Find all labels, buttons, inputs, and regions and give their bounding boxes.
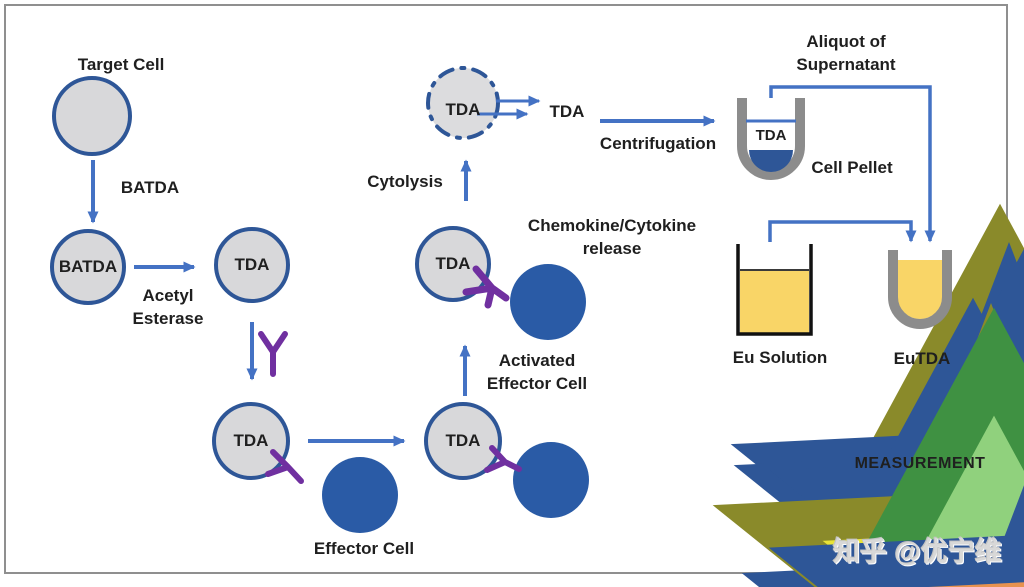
cytolysis-label: Cytolysis: [367, 172, 443, 191]
eutda-liquid: [897, 260, 943, 319]
batda-cell-label: BATDA: [58, 257, 118, 276]
eu-solution-liquid: [740, 270, 809, 333]
tda-cell-antibody-label: TDA: [233, 431, 269, 450]
target-cell-label: Target Cell: [77, 55, 165, 74]
antibody-y-icon: [258, 331, 288, 377]
aliquot-supernatant-label: Aliquot of Supernatant: [766, 30, 926, 76]
activated-effector-label: Activated Effector Cell: [457, 349, 617, 395]
chemokine-line2: release: [582, 239, 642, 258]
centrifugation-label: Centrifugation: [599, 134, 717, 153]
tda-conjugate-label: TDA: [445, 431, 481, 450]
eu-solution-beaker-outline: [736, 244, 813, 336]
eutda-tube-body: [888, 250, 952, 329]
batda-step-label: BATDA: [120, 178, 180, 197]
tda-tube-label: TDA: [755, 127, 787, 144]
antibody-on-tda-cell-icon: [265, 449, 304, 484]
tda-cell-activated-circle: [415, 226, 491, 302]
activated-line1: Activated: [498, 351, 576, 370]
tda-cell-conjugate-circle: [424, 402, 502, 480]
cell-pellet-shape: [749, 150, 793, 172]
tda-released-label: TDA: [549, 102, 585, 121]
acetyl-line1: Acetyl: [142, 286, 194, 305]
tda-cell-label: TDA: [234, 255, 270, 274]
tda-lysed-label: TDA: [445, 100, 481, 119]
aliquot-line1: Aliquot of: [806, 32, 886, 51]
effector-cell-label: Effector Cell: [313, 539, 415, 558]
eu-solution-label: Eu Solution: [732, 348, 828, 367]
connector-eu-solution: [768, 220, 917, 243]
centrifuge-tube: [737, 98, 805, 180]
acetyl-esterase-label: Acetyl Esterase: [118, 284, 218, 330]
chemokine-line1: Chemokine/Cytokine: [527, 216, 697, 235]
tda-cell-antibody-circle: [212, 402, 290, 480]
measurement-label: MEASUREMENT: [854, 455, 986, 472]
effector-cell-bound-circle: [513, 442, 589, 518]
lysed-cell-dashed-circle: [426, 66, 500, 140]
watermark: 知乎 @优宁维: [833, 537, 1002, 567]
eu-solution-beaker: [736, 244, 813, 336]
antibody-activated-icon: [462, 265, 510, 309]
target-cell-circle: [52, 76, 132, 156]
acetyl-line2: Esterase: [132, 309, 204, 328]
chemokine-release-label: Chemokine/Cytokine release: [512, 214, 712, 260]
aliquot-line2: Supernatant: [796, 55, 896, 74]
cell-pellet-label: Cell Pellet: [811, 158, 893, 177]
effector-cell-circle: [322, 457, 398, 533]
activated-effector-cell-circle: [510, 264, 586, 340]
batda-loaded-cell-circle: [50, 229, 126, 305]
activated-line2: Effector Cell: [486, 374, 588, 393]
tda-cell-circle: [214, 227, 290, 303]
eutda-label: EuTDA: [893, 349, 951, 368]
tda-activated-label: TDA: [435, 254, 471, 273]
eutda-tube: [888, 250, 952, 329]
antibody-bridge-icon: [484, 445, 522, 473]
